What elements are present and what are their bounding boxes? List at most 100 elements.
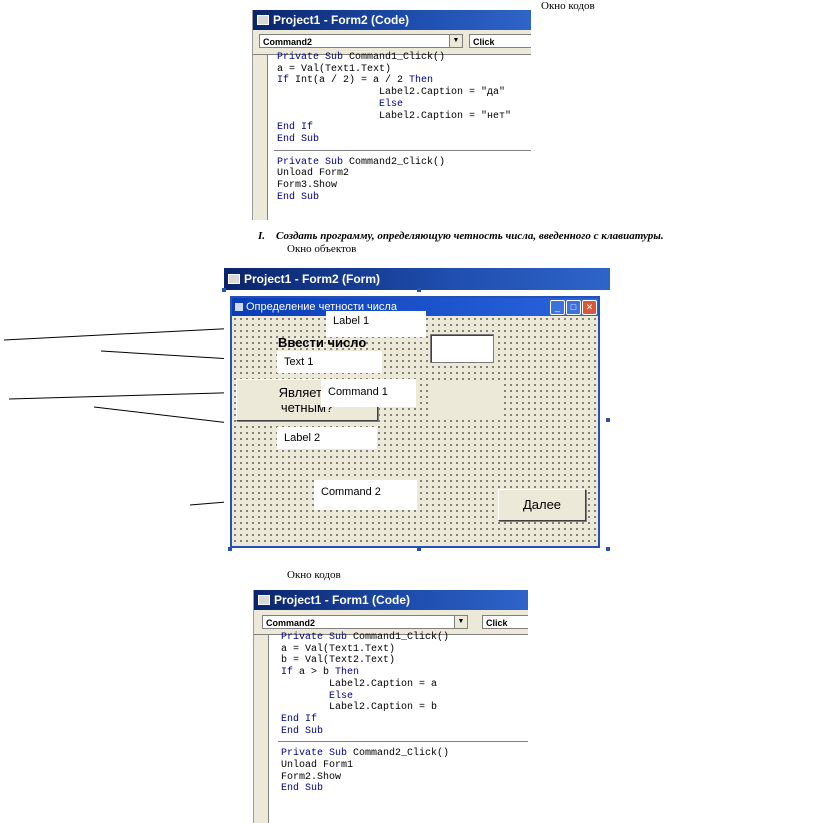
event-combo[interactable]: Click xyxy=(482,615,528,629)
code-keyword: Private Sub xyxy=(277,52,350,63)
code-text: Form2.Show xyxy=(281,771,342,783)
minimize-icon[interactable]: _ xyxy=(550,300,565,315)
code-line[interactable]: End Sub xyxy=(277,134,531,146)
code-line[interactable]: End Sub xyxy=(277,192,531,204)
code-text: Command2_Click() xyxy=(349,156,446,168)
code-keyword: If xyxy=(277,75,296,87)
top-caption: Окно кодов xyxy=(541,0,595,12)
code-text: Form3.Show xyxy=(277,180,338,192)
code-keyword: Private Sub xyxy=(281,748,354,760)
close-icon[interactable]: ✕ xyxy=(582,300,597,315)
code-line[interactable]: End Sub xyxy=(281,783,528,795)
form-titlebar[interactable]: Определение четности числа _ □ ✕ xyxy=(232,298,598,316)
code-editor[interactable]: Private Sub Command1_Click()a = Val(Text… xyxy=(278,632,528,795)
code-line[interactable]: If a > b Then xyxy=(281,667,528,679)
code-text: Unload Form1 xyxy=(281,760,354,772)
event-combo-value: Click xyxy=(473,37,495,47)
designer-title: Project1 - Form2 (Form) xyxy=(244,272,381,286)
form-title: Определение четности числа xyxy=(246,301,397,313)
code-line[interactable]: Form3.Show xyxy=(277,180,531,192)
object-combo[interactable]: Command2 ▼ xyxy=(259,34,463,48)
window-icon xyxy=(228,274,240,284)
objects-caption: Окно объектов xyxy=(287,243,357,255)
text1-control[interactable] xyxy=(430,334,494,363)
object-combo[interactable]: Command2 ▼ xyxy=(262,615,468,629)
code-line[interactable]: Label2.Caption = b xyxy=(281,702,528,714)
event-combo-value: Click xyxy=(486,618,508,628)
code-line[interactable]: Private Sub Command1_Click() xyxy=(281,632,528,644)
command1-caption-line2: четным? xyxy=(280,400,334,415)
resize-handle[interactable] xyxy=(228,547,232,551)
code-line[interactable]: Private Sub Command2_Click() xyxy=(277,157,531,169)
code-line[interactable]: End Sub xyxy=(281,726,528,738)
label2-control[interactable] xyxy=(430,381,502,419)
window-icon xyxy=(257,15,269,25)
code-line[interactable]: Private Sub Command2_Click() xyxy=(281,748,528,760)
resize-handle[interactable] xyxy=(417,547,421,551)
code-window-form2: Project1 - Form2 (Code) Command2 ▼ Click… xyxy=(252,10,531,220)
code-line[interactable]: End If xyxy=(277,122,531,134)
next-button-label: Далее xyxy=(522,497,562,512)
code-text: Label2.Caption = b xyxy=(281,702,438,714)
task-heading: I. Создать программу, определяющую четно… xyxy=(258,230,664,242)
label1-control[interactable]: Ввести число xyxy=(278,335,367,350)
code-text: b = Val(Text2.Text) xyxy=(281,655,396,667)
maximize-icon[interactable]: □ xyxy=(566,300,581,315)
code-line[interactable]: Private Sub Command1_Click() xyxy=(277,52,531,64)
code-line[interactable]: b = Val(Text2.Text) xyxy=(281,655,528,667)
code-text: a = Val(Text1.Text) xyxy=(281,643,396,655)
resize-handle[interactable] xyxy=(222,288,226,292)
resize-handle[interactable] xyxy=(606,418,610,422)
code-line[interactable]: Else xyxy=(281,691,528,703)
code-keyword: If xyxy=(281,667,300,679)
code-keyword: Else xyxy=(329,690,354,702)
combo-row: Command2 ▼ Click xyxy=(254,610,528,635)
code-keyword: Private Sub xyxy=(281,632,354,643)
code-line[interactable]: Unload Form2 xyxy=(277,168,531,180)
code-line[interactable]: a = Val(Text1.Text) xyxy=(281,644,528,656)
callout-label2: Label 2 xyxy=(277,427,377,449)
code-text: Unload Form2 xyxy=(277,168,350,180)
code-line[interactable]: Label2.Caption = a xyxy=(281,679,528,691)
event-combo[interactable]: Click xyxy=(469,34,531,48)
code-line[interactable]: Label2.Caption = "нет" xyxy=(277,111,531,123)
chevron-down-icon[interactable]: ▼ xyxy=(449,35,462,47)
callout-command1: Command 1 xyxy=(321,379,416,407)
bottom-caption: Окно кодов xyxy=(287,569,341,581)
code-line[interactable]: Label2.Caption = "да" xyxy=(277,87,531,99)
window-icon xyxy=(258,595,270,605)
task-number: I. xyxy=(258,230,266,242)
code-line[interactable]: Unload Form1 xyxy=(281,760,528,772)
designer-titlebar[interactable]: Project1 - Form2 (Form) xyxy=(224,268,610,290)
resize-handle[interactable] xyxy=(417,288,421,292)
code-text: a > b xyxy=(299,667,336,679)
code-text: Label2.Caption = "нет" xyxy=(277,110,512,122)
code-keyword: Private Sub xyxy=(277,156,350,168)
callout-label1: Label 1 xyxy=(326,311,426,337)
code-line[interactable]: a = Val(Text1.Text) xyxy=(277,64,531,76)
code-line[interactable]: Form2.Show xyxy=(281,772,528,784)
code-keyword: End If xyxy=(281,713,318,725)
form-icon xyxy=(235,303,243,311)
code-window-titlebar[interactable]: Project1 - Form2 (Code) xyxy=(253,10,531,30)
code-editor[interactable]: Private Sub Command1_Click()a = Val(Text… xyxy=(274,52,531,204)
code-text xyxy=(277,99,379,110)
code-line[interactable]: If Int(a / 2) = a / 2 Then xyxy=(277,75,531,87)
procedure-separator xyxy=(274,149,531,151)
chevron-down-icon[interactable]: ▼ xyxy=(454,616,467,628)
code-margin xyxy=(254,635,269,823)
callout-command2: Command 2 xyxy=(314,480,417,510)
code-keyword: Then xyxy=(409,75,434,87)
code-keyword: End Sub xyxy=(281,783,324,795)
code-line[interactable]: Else xyxy=(277,99,531,111)
resize-handle[interactable] xyxy=(606,547,610,551)
code-text: Label2.Caption = "да" xyxy=(277,87,506,99)
code-keyword: End Sub xyxy=(281,725,324,737)
code-window-title: Project1 - Form1 (Code) xyxy=(274,593,411,607)
code-window-titlebar[interactable]: Project1 - Form1 (Code) xyxy=(254,590,528,610)
code-keyword: Then xyxy=(335,667,360,679)
code-text: Command1_Click() xyxy=(353,632,450,643)
next-button[interactable]: Далее xyxy=(498,489,586,521)
code-text xyxy=(281,691,329,702)
code-line[interactable]: End If xyxy=(281,714,528,726)
